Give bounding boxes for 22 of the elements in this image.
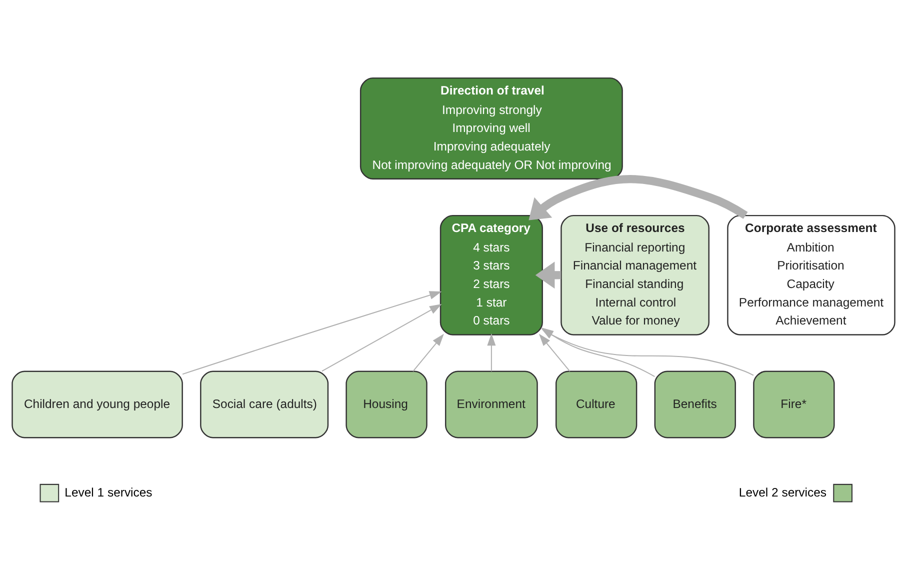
arrow: [322, 303, 442, 372]
node-box: Direction of travel Improving strongly Improving well Improving adequately Not improving adequately OR Not improving: [360, 76, 623, 180]
arrow: [412, 333, 444, 372]
arrow: [535, 261, 561, 288]
arrow: [182, 290, 442, 374]
arrow: [541, 326, 655, 376]
node-box: Corporate assessment Ambition Prioritisation Capacity Performance management Achievement: [727, 214, 896, 335]
node-box: Culture: [556, 370, 638, 438]
arrow: [528, 174, 748, 220]
node-box: Fire*: [753, 370, 835, 438]
node-box: Use of resources Financial reporting Financial management Financial standing Internal control Value for money: [560, 214, 710, 335]
node-box: Benefits: [654, 370, 736, 438]
arrow: [487, 332, 496, 371]
node-box: Housing: [346, 370, 428, 438]
node-box: Children and young people: [12, 370, 183, 438]
legend-label: Level 1 services: [64, 484, 152, 499]
legend-label: Level 2 services: [738, 484, 827, 499]
node-box: Environment: [445, 370, 538, 438]
arrow: [538, 333, 570, 372]
node-box: Social care (adults): [200, 370, 329, 438]
arrow: [541, 328, 754, 376]
node-box: CPA category 4 stars 3 stars 2 stars 1 star 0 stars: [440, 214, 543, 335]
